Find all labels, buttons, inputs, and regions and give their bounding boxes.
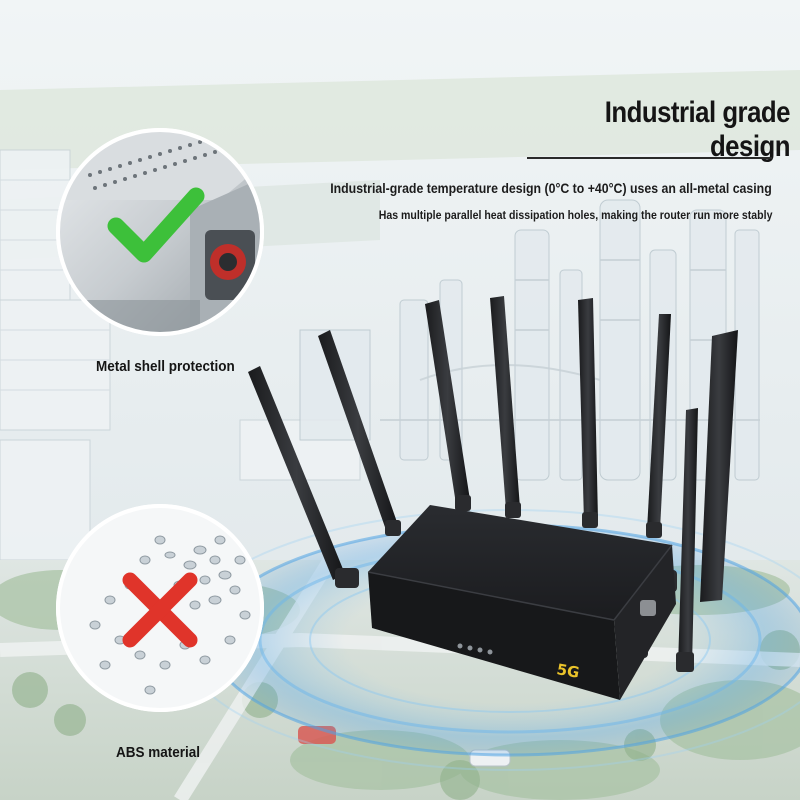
antenna xyxy=(490,296,520,510)
metal-shell-label: Metal shell protection xyxy=(96,358,235,375)
antenna-group xyxy=(248,296,738,672)
headline-line-1: Industrial-grade temperature design (0°C… xyxy=(330,180,772,196)
cross-icon xyxy=(122,572,198,648)
headline-divider xyxy=(527,157,772,159)
antenna xyxy=(700,330,738,602)
antenna xyxy=(318,330,398,530)
antenna xyxy=(425,300,470,504)
5g-badge: 5G xyxy=(555,660,581,682)
router-side-face xyxy=(614,545,676,700)
check-icon xyxy=(107,187,205,263)
router-5g: 5G xyxy=(248,296,738,700)
antenna xyxy=(678,408,698,666)
metal-shell-inset xyxy=(56,128,264,336)
router-top-face xyxy=(368,505,672,620)
router-front-face xyxy=(368,572,620,700)
antenna xyxy=(248,366,345,580)
abs-material-label: ABS material xyxy=(116,744,201,761)
headline-title: Industrial grade design xyxy=(604,96,791,163)
status-leds xyxy=(457,643,493,655)
antenna xyxy=(647,314,671,530)
headline-line-2: Has multiple parallel heat dissipation h… xyxy=(378,208,772,222)
antenna xyxy=(578,298,598,522)
abs-material-inset xyxy=(56,504,264,712)
